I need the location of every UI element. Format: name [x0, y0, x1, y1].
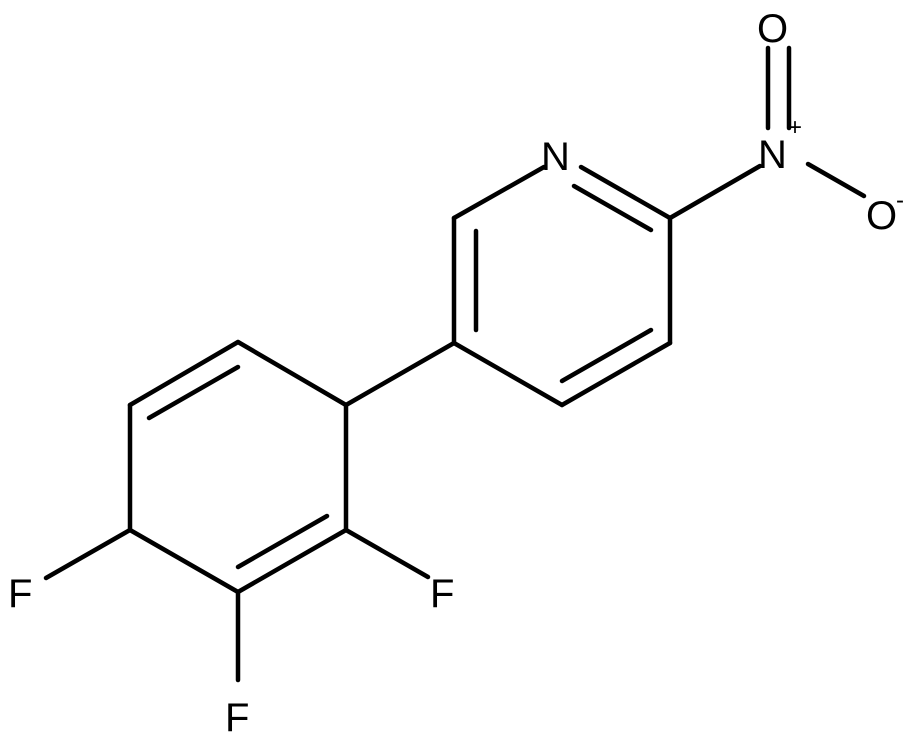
bond-b2-b3	[127, 339, 241, 408]
nitro-o-right-label: O	[866, 194, 897, 238]
bond-c6-n-inner	[571, 183, 654, 233]
nitro-n-label: N	[758, 133, 787, 177]
bond-c4-c5-inner	[559, 327, 654, 384]
f-right-label: F	[430, 572, 454, 616]
bond-n-c2	[451, 164, 547, 221]
pyridine-ring	[451, 164, 673, 408]
bond-b4-f-left	[43, 527, 133, 581]
nitro-o-right-charge: -	[896, 187, 904, 214]
bond-c6-nitro-n	[667, 163, 763, 221]
bond-c4-c5	[559, 340, 673, 408]
bond-biaryl	[343, 340, 457, 408]
atom-labels: N N + O O - F F F	[8, 7, 904, 740]
bond-b5-b6-inner	[235, 513, 330, 570]
f-left-label: F	[8, 572, 32, 616]
f-bottom-label: F	[225, 696, 249, 740]
bond-b4-b5	[127, 527, 241, 595]
bond-b2-b3-inner	[146, 364, 241, 421]
bond-b5-b6	[235, 527, 349, 595]
pyridine-n-label: N	[541, 135, 570, 179]
nitro-o-top-label: O	[757, 7, 788, 51]
bond-c6-n	[578, 164, 673, 221]
bond-b6-f-right	[343, 527, 431, 580]
bond-nitro-n-o-right	[805, 161, 867, 199]
bond-b1-b2	[235, 339, 349, 408]
nitro-n-charge: +	[788, 114, 802, 141]
nitro-group	[667, 45, 867, 221]
trifluorophenyl-ring	[43, 339, 457, 683]
bond-c3-c4	[451, 340, 565, 408]
